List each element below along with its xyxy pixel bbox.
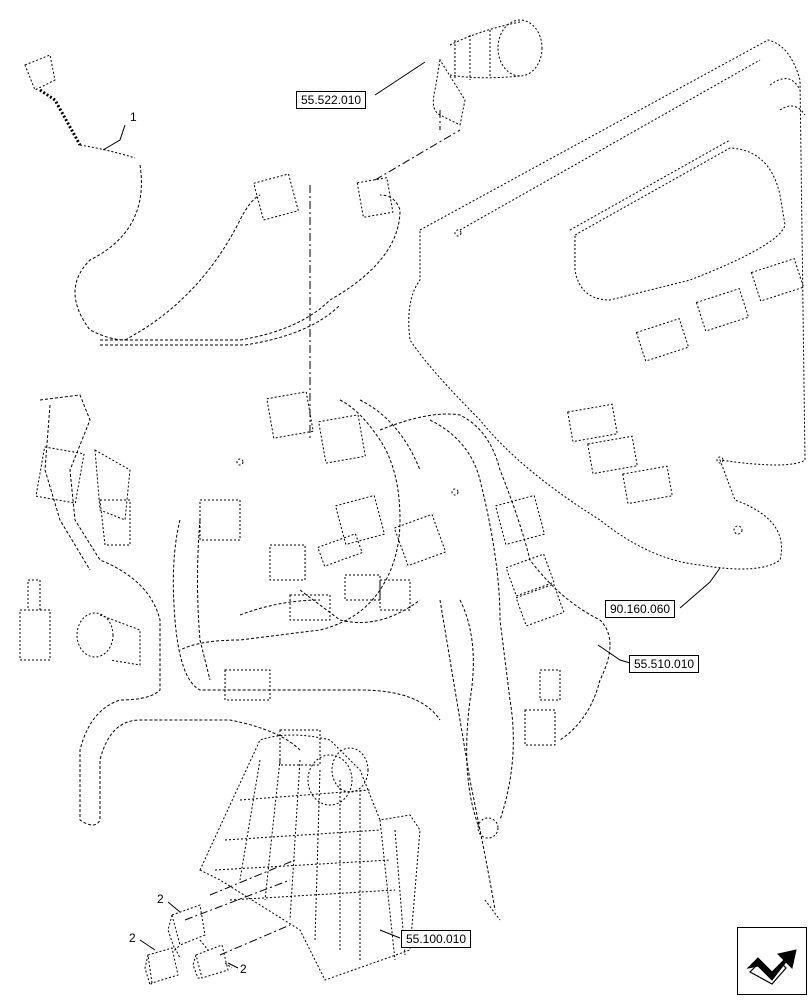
item-1-harness xyxy=(24,54,401,346)
main-harness-connectors xyxy=(19,391,565,921)
arrow-glyph-icon xyxy=(746,949,797,985)
dashboard-panel xyxy=(408,39,806,570)
top-round-connector xyxy=(432,19,543,126)
dashboard-switches xyxy=(454,229,805,535)
item-callout-2: 2 xyxy=(129,931,136,945)
item-callout-2: 2 xyxy=(240,962,247,976)
relays xyxy=(144,904,233,986)
item-callout-2: 2 xyxy=(157,892,164,906)
reference-box-55-510-010[interactable]: 55.510.010 xyxy=(629,655,700,673)
reference-box-55-522-010[interactable]: 55.522.010 xyxy=(296,91,367,109)
item-callout-1: 1 xyxy=(130,110,137,124)
next-page-arrow-icon[interactable] xyxy=(737,927,807,995)
label-leaders xyxy=(102,61,721,969)
main-harness xyxy=(39,394,611,911)
fuse-relay-box xyxy=(199,729,421,981)
reference-box-90-160-060[interactable]: 90.160.060 xyxy=(605,600,676,618)
reference-box-55-100-010[interactable]: 55.100.010 xyxy=(401,930,472,948)
